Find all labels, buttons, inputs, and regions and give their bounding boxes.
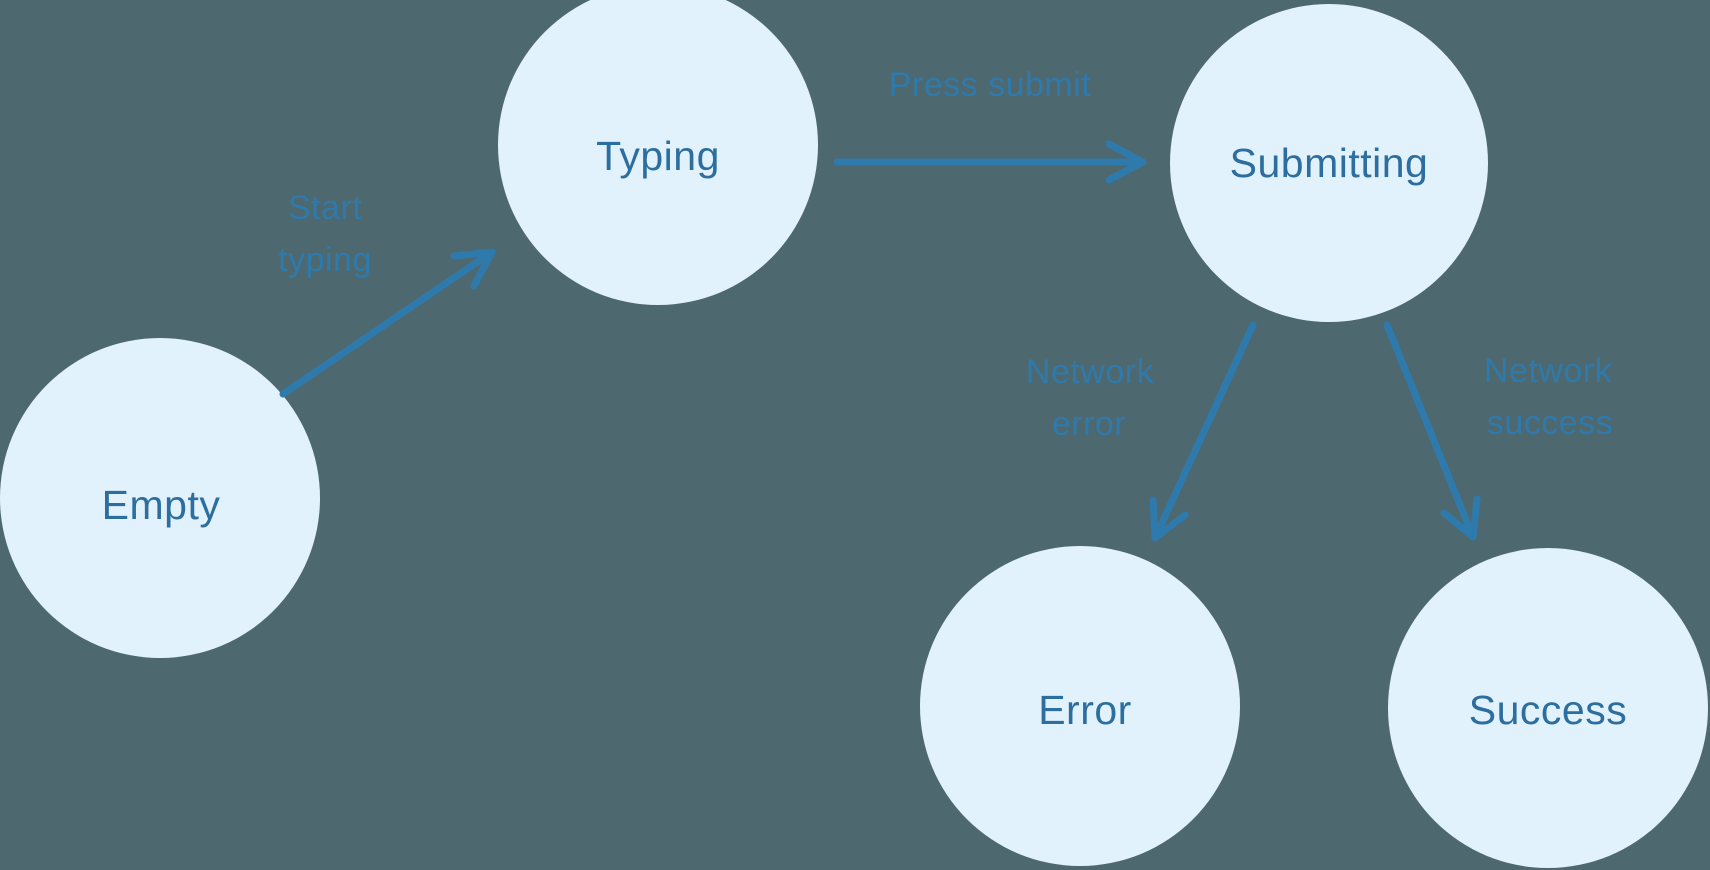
edge-start-typing-label-line1: Start (288, 189, 362, 227)
edge-press-submit: Press submit (833, 66, 1147, 184)
edge-network-success-arrow (1383, 321, 1481, 541)
node-submitting-circle (1170, 4, 1488, 322)
edge-network-error-arrow (1149, 321, 1257, 542)
node-error: Error (920, 546, 1240, 866)
edge-network-success: Network success (1383, 321, 1613, 541)
node-success: Success (1388, 548, 1708, 868)
edge-start-typing-label-line2: typing (278, 241, 372, 279)
edge-network-success-label-line1: Network (1484, 352, 1613, 390)
edge-network-error-label-line1: Network (1026, 353, 1155, 391)
edge-network-error: Network error (1026, 321, 1257, 542)
edge-start-typing: Start typing (278, 189, 496, 398)
edge-network-error-label-line2: error (1052, 405, 1126, 443)
node-error-circle (920, 546, 1240, 866)
node-typing-circle (498, 0, 818, 305)
node-typing-label: Typing (596, 133, 720, 179)
node-empty-label: Empty (102, 482, 221, 528)
edge-press-submit-arrow (833, 140, 1147, 184)
edge-start-typing-arrow (279, 248, 496, 398)
node-submitting: Submitting (1170, 4, 1488, 322)
edge-press-submit-label: Press submit (889, 66, 1092, 104)
node-empty-circle (0, 338, 320, 658)
node-submitting-label: Submitting (1230, 140, 1429, 186)
edge-network-success-label-line2: success (1487, 404, 1613, 442)
node-error-label: Error (1038, 687, 1132, 733)
node-success-label: Success (1469, 687, 1627, 733)
node-empty: Empty (0, 338, 320, 658)
node-typing: Typing (498, 0, 818, 305)
node-success-circle (1388, 548, 1708, 868)
